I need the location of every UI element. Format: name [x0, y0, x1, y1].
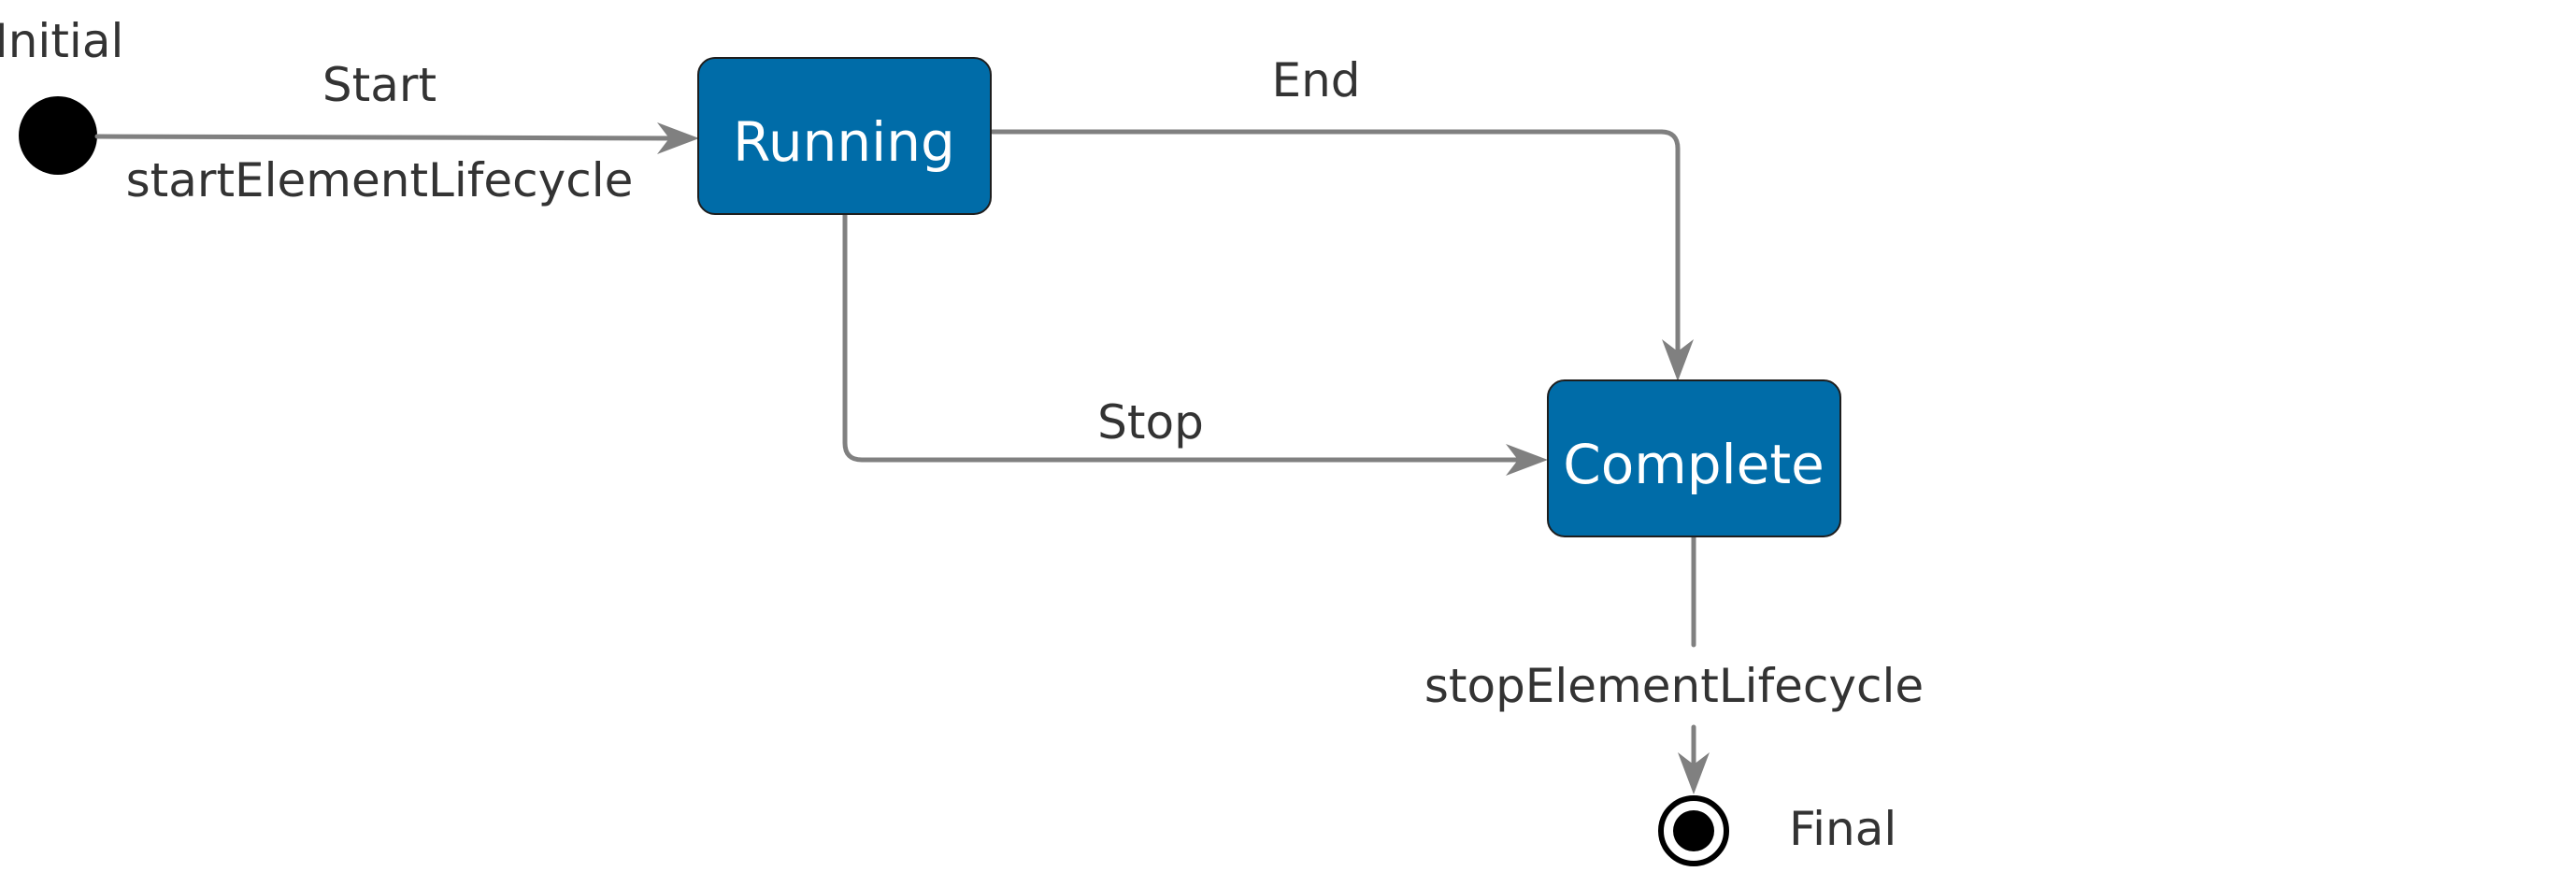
transition-start[interactable]: [94, 122, 699, 154]
state-running[interactable]: Running: [697, 57, 992, 215]
transition-final-action: stopElementLifecycle: [1424, 659, 1924, 713]
transition-start-trigger: Start: [322, 58, 436, 112]
initial-label: Initial: [0, 14, 123, 68]
transition-stop[interactable]: [842, 212, 1548, 476]
transition-start-action: startElementLifecycle: [126, 153, 634, 207]
transition-final[interactable]: [1678, 535, 1710, 794]
transition-end-label: End: [1271, 53, 1360, 107]
transition-stop-label: Stop: [1097, 395, 1204, 450]
initial-node[interactable]: [19, 96, 97, 175]
transition-end[interactable]: [990, 129, 1694, 381]
state-complete-label: Complete: [1563, 433, 1825, 496]
state-running-label: Running: [733, 110, 955, 174]
final-label: Final: [1789, 802, 1896, 856]
final-node[interactable]: [1658, 795, 1729, 866]
state-complete[interactable]: Complete: [1547, 379, 1841, 537]
